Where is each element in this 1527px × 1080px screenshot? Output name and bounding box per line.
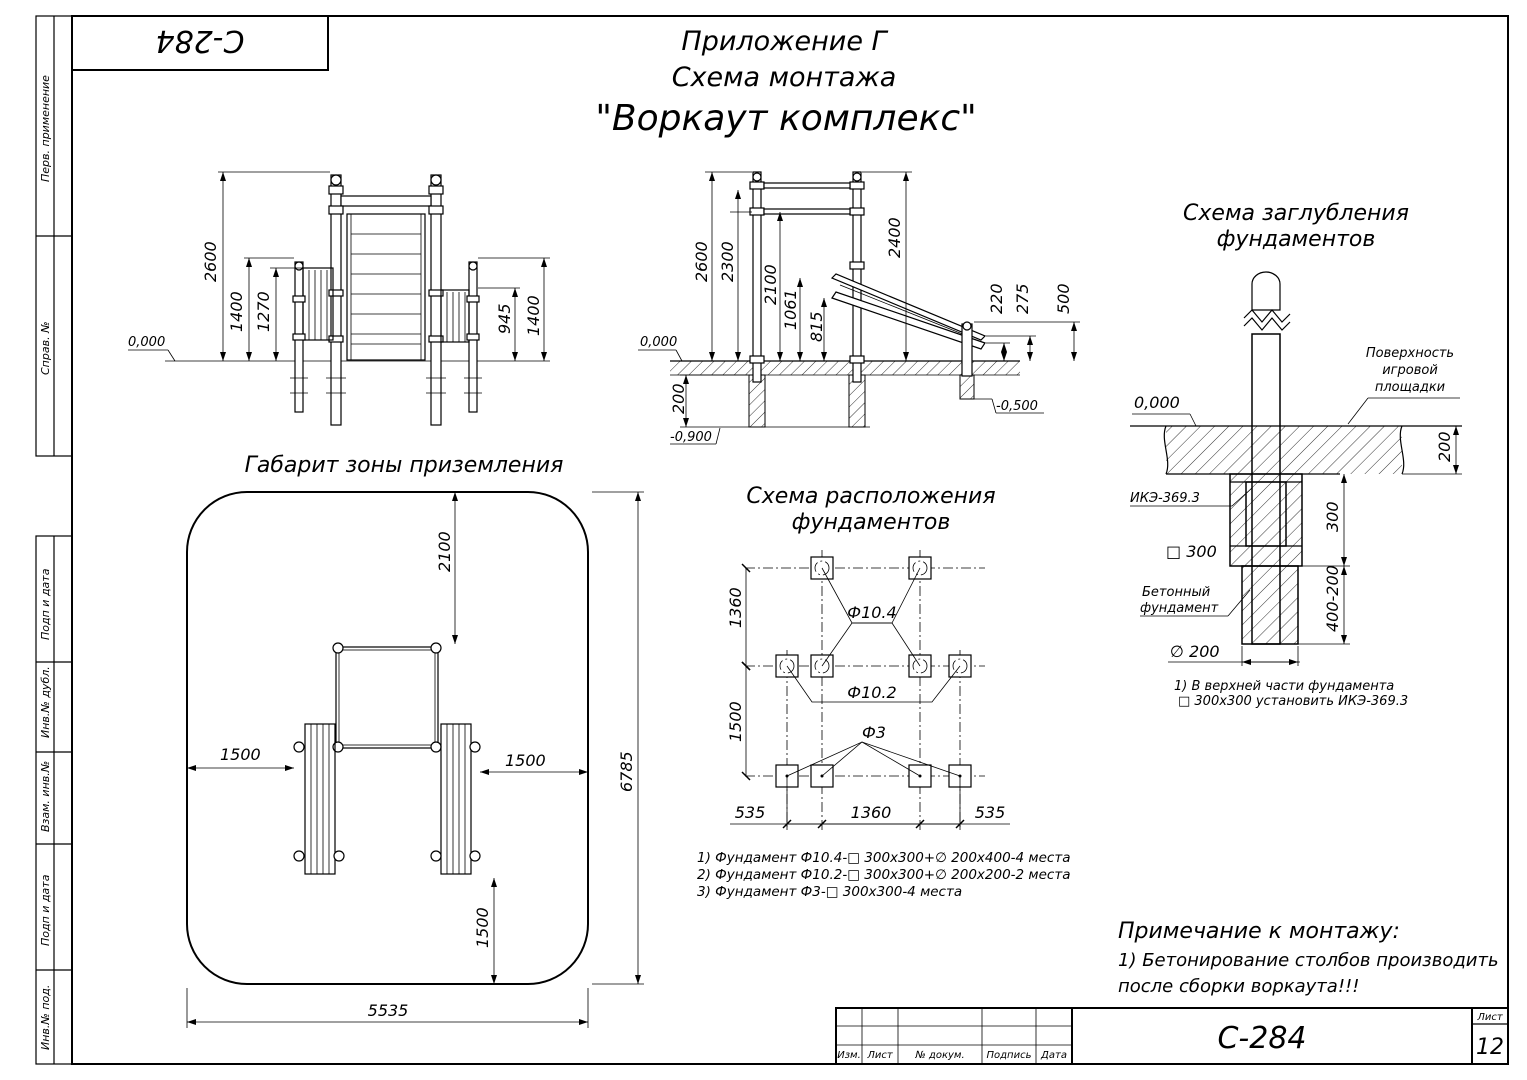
layout-title-1: Схема расположения: [746, 484, 995, 509]
depth-surface-3: площадки: [1375, 380, 1445, 395]
layout-label-f102: Ф10.2: [847, 683, 896, 702]
depth-square-label: □ 300: [1166, 542, 1217, 561]
side-dim-2100: 2100: [761, 264, 780, 305]
zone-dim-left: 1500: [220, 745, 261, 764]
side-label-vzam: Взам. инв.№: [39, 761, 52, 832]
front-zero-label: 0,000: [128, 335, 165, 350]
header-line3: "Воркаут комплекс": [595, 98, 976, 139]
side-dim-220: 220: [987, 283, 1006, 314]
depth-diameter-label: ∅ 200: [1170, 642, 1220, 661]
front-dim-1270: 1270: [254, 291, 273, 332]
layout-dim-h3: 535: [975, 803, 1006, 822]
side-view: 0,000 2600 2300 2100 1061: [638, 171, 1080, 445]
side-label-sprav: Справ. №: [39, 321, 52, 375]
front-dim-945: 945: [495, 303, 514, 334]
zone-dim-right: 1500: [505, 751, 546, 770]
front-view: 0,000: [128, 171, 550, 426]
depth-title-1: Схема заглубления: [1183, 201, 1409, 226]
side-dim-500: 500: [1054, 283, 1073, 314]
depth-note-2: □ 300х300 установить ИКЭ-369.3: [1178, 694, 1408, 709]
depth-surface-1: Поверхность: [1366, 346, 1454, 361]
layout-label-f104: Ф10.4: [847, 603, 896, 622]
tb-col-izm: Изм.: [837, 1050, 861, 1061]
depth-title-2: фундаментов: [1217, 227, 1376, 252]
mount-note-line1: 1) Бетонирование столбов производить: [1118, 950, 1499, 971]
side-label-inv-pod: Инв.№ под.: [39, 985, 52, 1050]
layout-note-2: 2) Фундамент Ф10.2-□ 300х300+∅ 200х200-2…: [697, 867, 1070, 883]
front-dim-1400-left: 1400: [227, 291, 246, 332]
depth-concrete-1: Бетонный: [1142, 585, 1210, 600]
foundation-layout: Схема расположения фундаментов Ф10.4 Ф10…: [697, 484, 1070, 900]
tb-list-label: Лист: [1476, 1012, 1504, 1023]
side-dim-2400: 2400: [885, 217, 904, 258]
landing-zone: Габарит зоны приземления 2100 1500 1500: [186, 453, 644, 1028]
tb-col-sign: Подпись: [987, 1050, 1032, 1061]
side-dim-2600: 2600: [692, 241, 711, 282]
depth-dim-300: 300: [1323, 501, 1342, 532]
layout-dim-h2: 1360: [851, 803, 892, 822]
tb-col-doc: № докум.: [914, 1050, 964, 1061]
side-dim-275: 275: [1013, 283, 1032, 314]
layout-note-1: 1) Фундамент Ф10.4-□ 300х300+∅ 200х400-4…: [697, 850, 1070, 866]
side-label-inv-dubl: Инв.№ дубл.: [39, 666, 52, 738]
title-block: Изм. Лист № докум. Подпись Дата С-284 Ли…: [835, 1007, 1509, 1065]
tb-code: С-284: [1217, 1021, 1306, 1056]
drawing-frame: [35, 15, 1509, 1065]
header-line2: Схема монтажа: [672, 62, 897, 93]
side-level-low: -0,900: [670, 430, 712, 445]
front-dim-2600: 2600: [201, 241, 220, 282]
side-dim-1061: 1061: [781, 289, 800, 330]
layout-dim-v2: 1500: [726, 701, 745, 742]
top-stamp-code: С-284: [155, 23, 244, 58]
side-labels: Перв. применение Справ. № Подп и дата Ин…: [39, 75, 52, 1050]
sheet-header: Приложение Г Схема монтажа "Воркаут комп…: [595, 26, 976, 139]
layout-label-f3: Ф3: [862, 723, 886, 742]
depth-scheme: Схема заглубления фундаментов 0,000 Пове…: [1130, 201, 1462, 709]
side-level-mid: -0,500: [996, 399, 1038, 414]
side-label-podp2: Подп и дата: [39, 874, 52, 946]
tb-col-date: Дата: [1040, 1050, 1067, 1061]
tb-list-num: 12: [1476, 1035, 1504, 1060]
zone-title: Габарит зоны приземления: [245, 453, 564, 478]
side-label-perv: Перв. применение: [39, 75, 52, 182]
depth-zero-label: 0,000: [1134, 393, 1180, 412]
mount-note: Примечание к монтажу: 1) Бетонирование с…: [1118, 919, 1499, 997]
depth-surface-2: игровой: [1382, 363, 1438, 378]
side-dim-200: 200: [669, 383, 688, 414]
mount-note-title: Примечание к монтажу:: [1118, 919, 1400, 944]
side-dim-815: 815: [807, 311, 826, 342]
zone-dim-top: 2100: [435, 531, 454, 572]
depth-ike-label: ИКЭ-369.3: [1130, 491, 1200, 506]
zone-dim-height: 6785: [617, 751, 636, 792]
depth-concrete-2: фундамент: [1140, 601, 1219, 616]
top-stamp: С-284: [71, 15, 329, 71]
layout-dim-h1: 535: [735, 803, 766, 822]
layout-dim-v1: 1360: [726, 587, 745, 628]
depth-dim-200: 200: [1435, 431, 1454, 462]
zone-dim-bottom: 1500: [473, 907, 492, 948]
side-dim-2300: 2300: [718, 241, 737, 282]
front-dim-1400-right: 1400: [524, 295, 543, 336]
header-line1: Приложение Г: [681, 26, 888, 57]
side-label-podp1: Подп и дата: [39, 568, 52, 640]
depth-dim-400: 400-200: [1323, 565, 1342, 632]
layout-title-2: фундаментов: [792, 510, 951, 535]
tb-col-list: Лист: [866, 1050, 894, 1061]
layout-note-3: 3) Фундамент Ф3-□ 300х300-4 места: [697, 884, 962, 900]
depth-note-1: 1) В верхней части фундамента: [1174, 679, 1394, 694]
side-zero-label: 0,000: [640, 335, 677, 350]
mount-note-line2: после сборки воркаута!!!: [1118, 976, 1359, 997]
zone-dim-width: 5535: [368, 1001, 409, 1020]
